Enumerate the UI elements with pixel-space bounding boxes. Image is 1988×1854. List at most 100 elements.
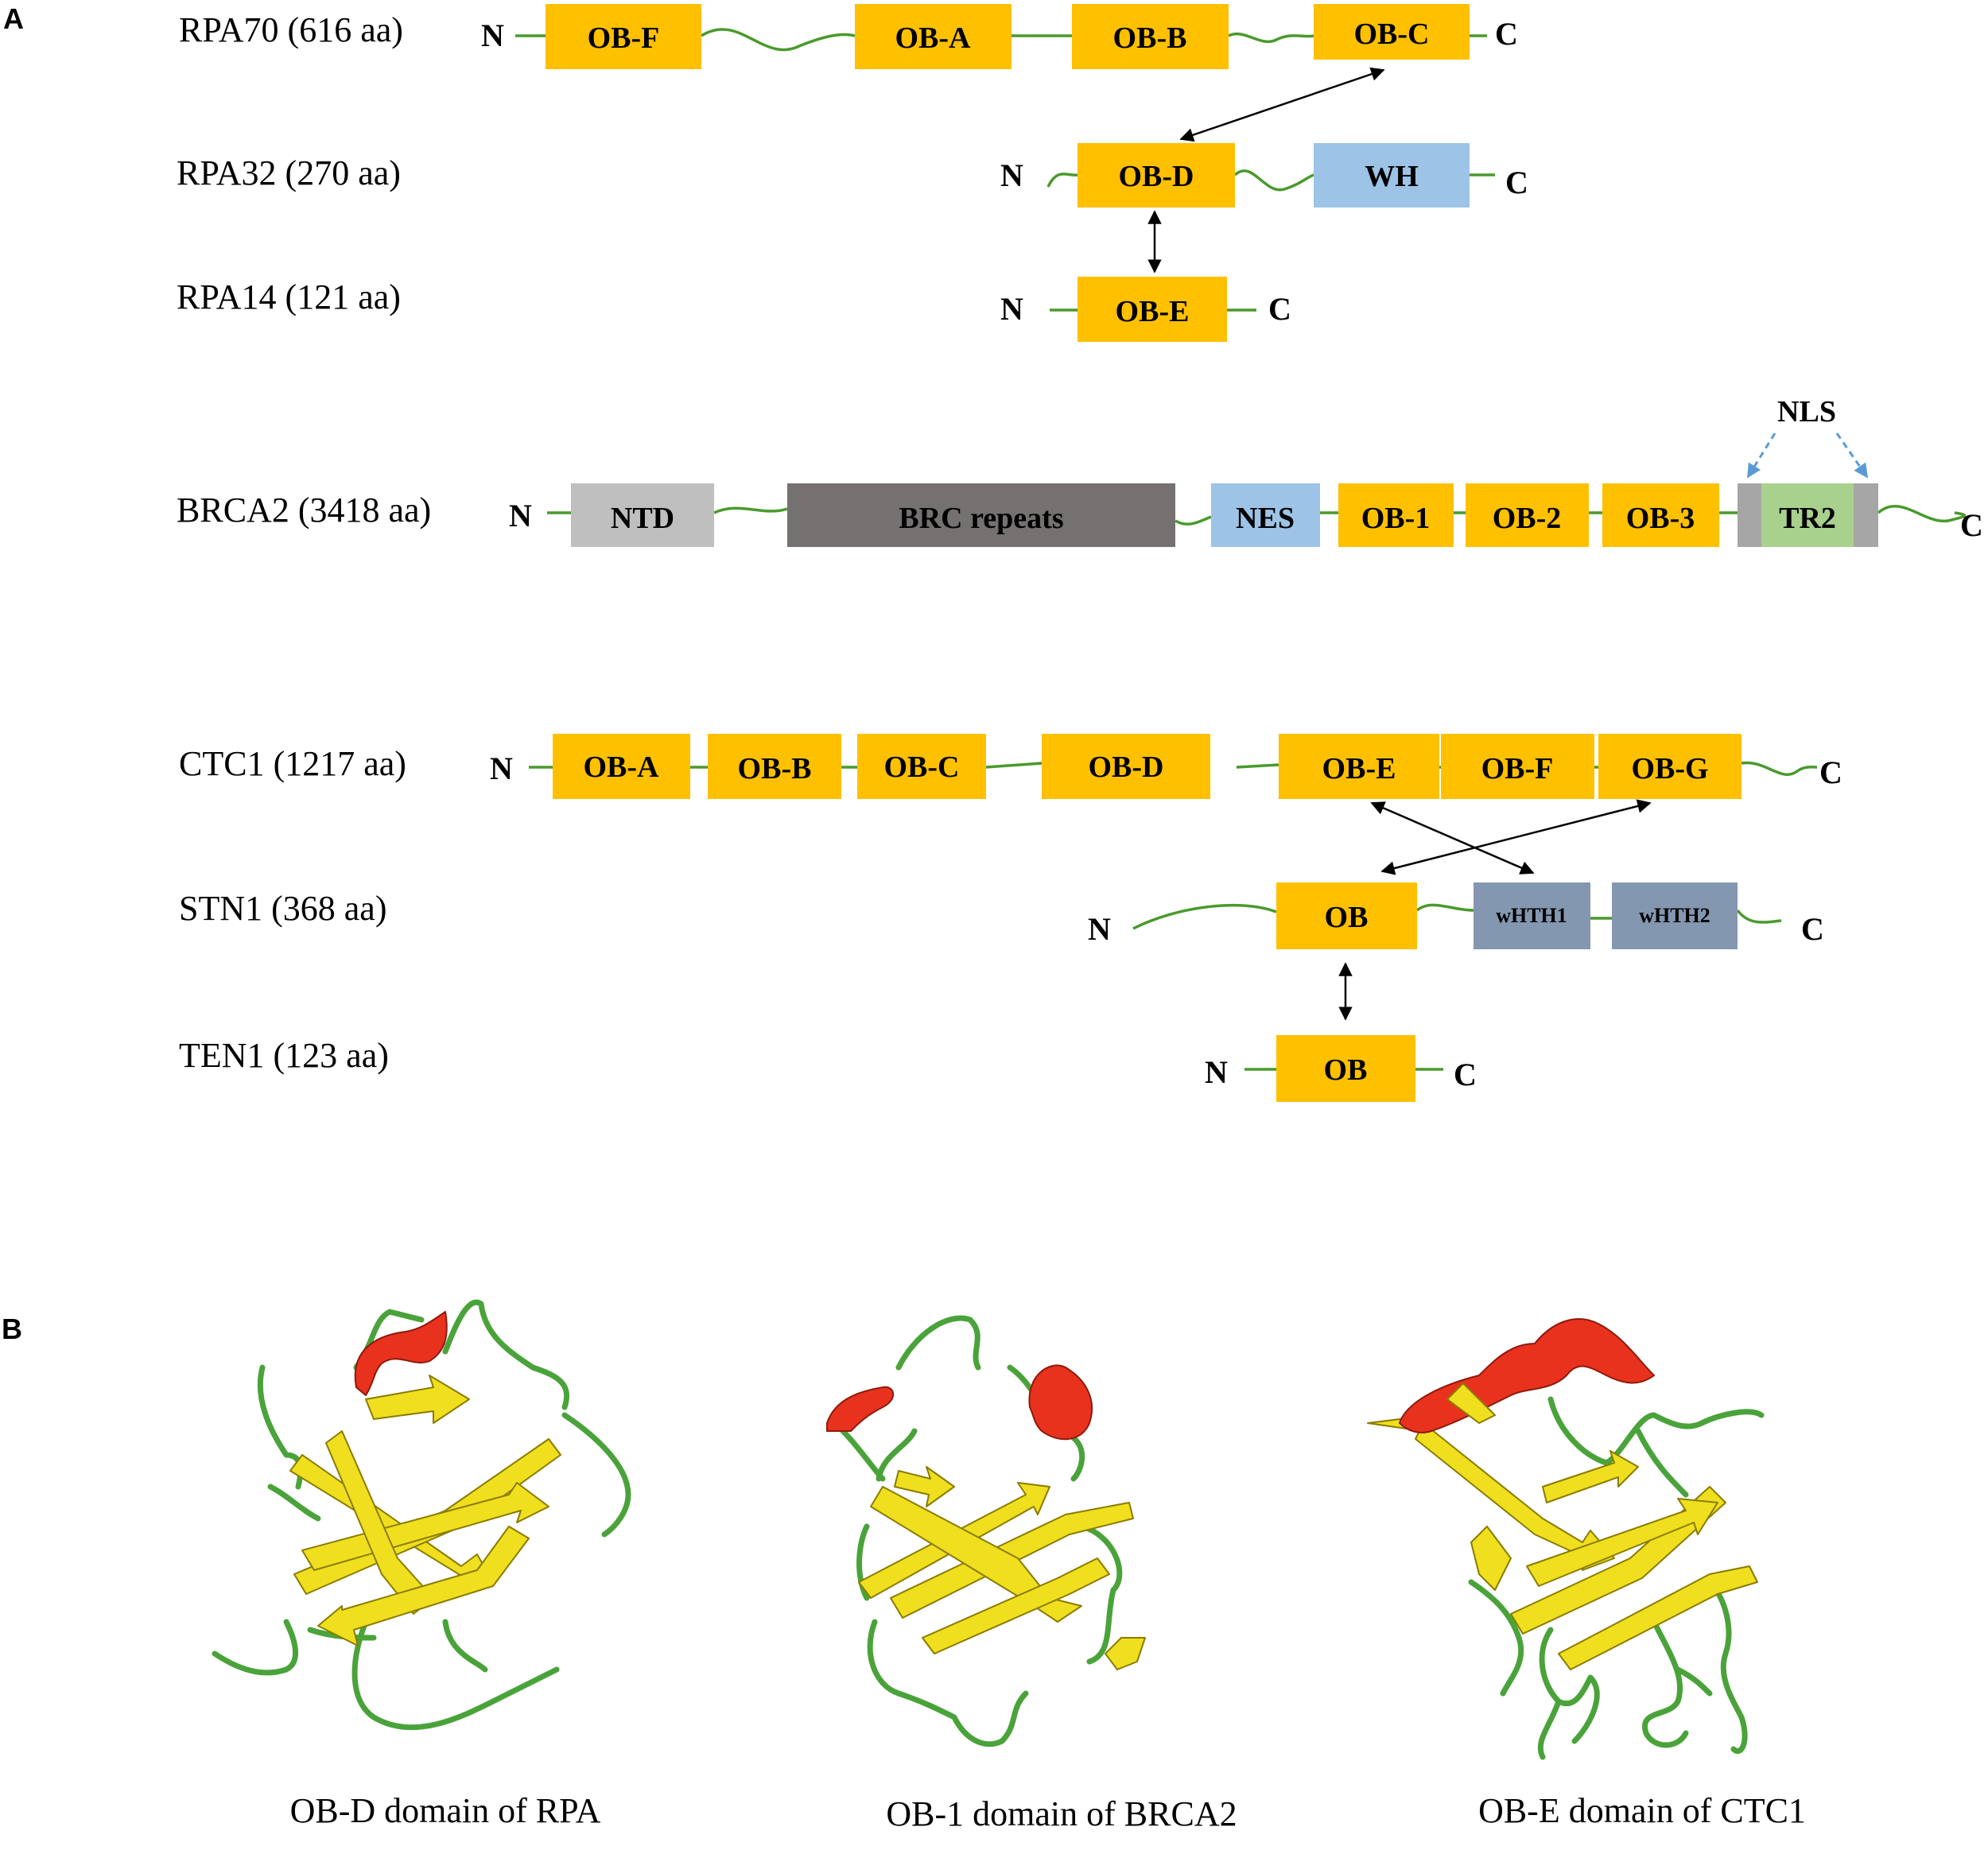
brca2-ob-1-helix-1 xyxy=(826,1386,895,1432)
ctc1-domain-ob-e xyxy=(1279,734,1439,799)
rpa14-label: RPA14 (121 aa) xyxy=(177,277,401,316)
rpa70-n-terminus: N xyxy=(481,17,504,53)
caption-brca2-ob-1: OB-1 domain of BRCA2 xyxy=(886,1794,1237,1833)
rpa70-domain-ob-a-label: OB-A xyxy=(895,21,972,55)
stn1-row: STN1 (368 aa) N OB wHTH1 wHTH2 C xyxy=(179,882,1824,949)
brca2-domain-brc-repeats xyxy=(787,483,1175,547)
brca2-n-terminus: N xyxy=(509,498,532,533)
brca2-row: BRCA2 (3418 aa) N NTD BRC repeats NES OB… xyxy=(177,395,1983,547)
structure-brca2-ob-1 xyxy=(826,1315,1146,1747)
rpa14-c-terminus: C xyxy=(1268,291,1291,327)
rpa-ob-d-helix xyxy=(354,1311,448,1396)
ten1-n-terminus: N xyxy=(1205,1054,1228,1090)
brca2-domain-ntd-label: NTD xyxy=(611,502,674,535)
rpa-ob-d-strand-3 xyxy=(301,1482,549,1571)
ctc1-ob-e-strand-1 xyxy=(1415,1422,1615,1571)
ctc1-ob-e-strand-4 xyxy=(1558,1565,1758,1670)
rpa70-domain-ob-f xyxy=(546,4,701,69)
stn1-domain-ob-label: OB xyxy=(1325,901,1369,934)
rpa32-domain-ob-d-label: OB-D xyxy=(1119,160,1194,193)
brca2-domain-tr2 xyxy=(1761,483,1854,547)
structure-rpa-ob-d xyxy=(212,1299,631,1731)
brca2-ob-1-strand-3 xyxy=(870,1486,1082,1623)
brca2-c-terminus: C xyxy=(1960,507,1983,543)
rpa70-domain-ob-a xyxy=(855,4,1011,69)
ctc1-domain-ob-f xyxy=(1441,734,1594,799)
rpa32-domain-wh xyxy=(1314,143,1470,208)
ctc1-ob-e-strand-5 xyxy=(1542,1450,1639,1503)
stn1-domain-whth2-label: wHTH2 xyxy=(1639,904,1710,927)
brca2-domain-ob-3 xyxy=(1602,483,1719,547)
ten1-domain-ob-label: OB xyxy=(1324,1053,1368,1087)
brca2-label: BRCA2 (3418 aa) xyxy=(177,491,431,529)
rpa14-domain-ob-e-label: OB-E xyxy=(1116,295,1190,328)
ctc1-domain-ob-g xyxy=(1598,734,1741,799)
ctc1-domain-ob-a-label: OB-A xyxy=(584,751,660,784)
rpa32-row: RPA32 (270 aa) N OB-D WH C xyxy=(177,143,1528,208)
rpa14-domain-ob-e xyxy=(1077,277,1227,342)
rpa32-n-terminus: N xyxy=(1000,157,1023,193)
ten1-row: TEN1 (123 aa) N OB C xyxy=(179,1035,1477,1102)
ctc1-domain-ob-b xyxy=(708,734,841,799)
stn1-n-terminus: N xyxy=(1088,911,1111,947)
rpa-ob-d-coil xyxy=(212,1299,631,1731)
ctc1-ob-e-strand-8 xyxy=(1446,1383,1496,1424)
brca2-nls-flank-left xyxy=(1738,483,1761,547)
rpa32-domain-ob-d xyxy=(1077,143,1235,208)
stn1-linker xyxy=(1132,903,1782,930)
rpa70-domain-ob-c-label: OB-C xyxy=(1354,17,1430,51)
panel-a: A RPA70 (616 aa) N OB-F OB-A OB-B OB-C C… xyxy=(3,2,1983,1102)
stn1-domain-whth1-label: wHTH1 xyxy=(1496,904,1567,927)
ctc1-ob-e-strand-3 xyxy=(1526,1498,1718,1587)
brca2-domain-nes xyxy=(1211,483,1320,547)
stn1-domain-whth1 xyxy=(1474,882,1590,949)
rpa70-row: RPA70 (616 aa) N OB-F OB-A OB-B OB-C C xyxy=(179,4,1518,69)
nls-arrow-right xyxy=(1835,432,1869,479)
ctc1-domain-ob-c xyxy=(857,734,986,799)
structure-ctc1-ob-e xyxy=(1367,1318,1765,1760)
rpa14-row: RPA14 (121 aa) N OB-E C xyxy=(177,277,1291,342)
ctc1-ob-e-coil xyxy=(1468,1396,1765,1760)
ctc1-domain-ob-c-label: OB-C xyxy=(884,751,960,784)
ten1-domain-ob xyxy=(1276,1035,1415,1102)
brca2-linker xyxy=(547,505,1967,526)
brca2-domain-tr2-label: TR2 xyxy=(1779,502,1836,535)
rpa32-label: RPA32 (270 aa) xyxy=(177,153,401,192)
brca2-domain-ob-1-label: OB-1 xyxy=(1361,502,1431,535)
ctc1-domain-ob-e-label: OB-E xyxy=(1322,752,1396,785)
rpa70-domain-ob-b-label: OB-B xyxy=(1113,21,1187,55)
rpa70-domain-ob-b xyxy=(1072,4,1229,69)
ctc1-domain-ob-d xyxy=(1042,734,1210,799)
stn1-label: STN1 (368 aa) xyxy=(179,889,387,928)
interaction-arrow-obg-ob xyxy=(1380,799,1652,875)
caption-rpa-ob-d: OB-D domain of RPA xyxy=(290,1791,601,1830)
ctc1-domain-ob-b-label: OB-B xyxy=(738,752,812,785)
brca2-domain-brc-repeats-label: BRC repeats xyxy=(899,502,1063,535)
panel-label-b: B xyxy=(2,1313,22,1345)
ctc1-domain-ob-g-label: OB-G xyxy=(1631,752,1708,785)
brca2-ob-1-strand-5 xyxy=(894,1466,955,1507)
ten1-label: TEN1 (123 aa) xyxy=(179,1036,389,1075)
rpa70-domain-ob-c xyxy=(1314,4,1470,60)
brca2-domain-ob-2 xyxy=(1466,483,1589,547)
brca2-nls-label: NLS xyxy=(1777,395,1836,429)
rpa14-n-terminus: N xyxy=(1000,291,1023,327)
rpa-ob-d-strand-6 xyxy=(365,1375,470,1424)
stn1-c-terminus: C xyxy=(1801,911,1824,947)
ctc1-n-terminus: N xyxy=(490,751,513,786)
nls-arrow-left xyxy=(1746,432,1776,479)
caption-ctc1-ob-e: OB-E domain of CTC1 xyxy=(1478,1791,1806,1830)
brca2-ob-1-helix-2 xyxy=(1028,1364,1093,1441)
brca2-ob-1-strand-4 xyxy=(922,1557,1110,1654)
panel-b: B xyxy=(2,1299,1806,1833)
stn1-domain-whth2 xyxy=(1612,882,1738,949)
brca2-domain-ob-2-label: OB-2 xyxy=(1493,502,1562,535)
brca2-nls-flank-right xyxy=(1854,483,1878,547)
rpa-ob-d-strand-4 xyxy=(325,1430,434,1615)
ctc1-row: CTC1 (1217 aa) N OB-A OB-B OB-C OB-D OB-… xyxy=(179,734,1842,799)
ctc1-ob-e-strand-7 xyxy=(1470,1526,1512,1591)
brca2-ob-1-strand-6 xyxy=(1105,1637,1146,1670)
stn1-domain-ob xyxy=(1276,882,1417,949)
ctc1-linker xyxy=(529,761,1818,776)
